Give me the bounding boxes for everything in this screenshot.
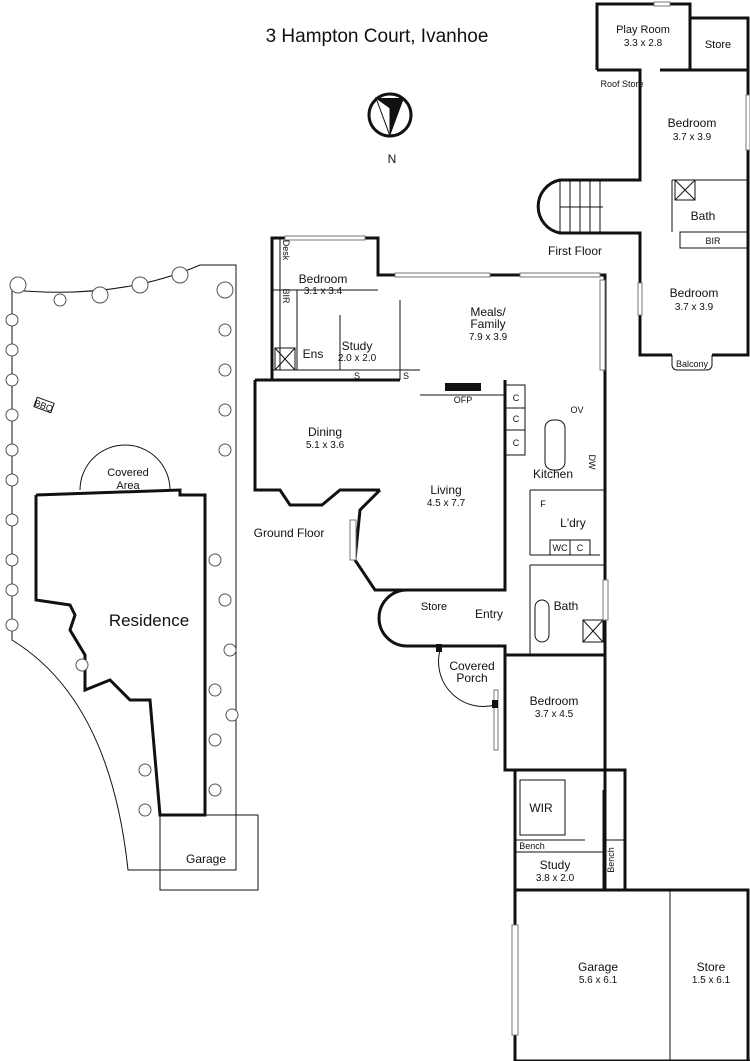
tree-icon: [208, 783, 222, 797]
tree-icon: [5, 513, 19, 527]
room-label: Store: [697, 960, 726, 974]
room-label: Covered: [449, 659, 494, 673]
room-dims: 3.7 x 4.5: [535, 709, 574, 720]
plan-title: 3 Hampton Court, Ivanhoe: [266, 26, 489, 47]
room-label: DW: [587, 455, 597, 470]
tree-icon: [9, 276, 27, 294]
tree-icon: [5, 473, 19, 487]
room-dims: 3.3 x 2.8: [624, 38, 663, 49]
tree-icon: [218, 403, 232, 417]
room-label: Porch: [456, 671, 487, 685]
room-label: Bench: [606, 847, 616, 873]
room-label: Ens: [303, 347, 324, 361]
tree-icon: [138, 763, 152, 777]
room-label: S: [354, 371, 360, 381]
room-label: C: [513, 438, 520, 448]
room-label: Roof Store: [600, 79, 643, 89]
site-garage-label: Garage: [186, 852, 226, 866]
room-label: Balcony: [676, 359, 709, 369]
room-label: OV: [570, 405, 583, 415]
tree-icon: [5, 373, 19, 387]
room-dims: 3.8 x 2.0: [536, 873, 575, 884]
tree-icon: [223, 643, 237, 657]
tree-icon: [171, 266, 189, 284]
tree-icon: [138, 803, 152, 817]
tree-icon: [216, 281, 234, 299]
room-label: C: [513, 414, 520, 424]
site-plan: [5, 264, 259, 891]
room-dims: 3.7 x 3.9: [675, 302, 714, 313]
room-label: C: [577, 543, 584, 553]
tree-icon: [91, 286, 109, 304]
first-floor-label: First Floor: [548, 244, 602, 258]
covered-area-label: Area: [116, 480, 140, 492]
tree-icon: [5, 343, 19, 357]
tree-icon: [5, 618, 19, 632]
tree-icon: [5, 443, 19, 457]
tree-icon: [131, 276, 149, 294]
tree-icon: [218, 363, 232, 377]
room-label: Garage: [578, 960, 618, 974]
room-label: Play Room: [616, 24, 670, 36]
room-dims: 1.5 x 6.1: [692, 975, 731, 986]
room-label: BIR: [281, 288, 291, 304]
room-label: BIR: [705, 236, 721, 246]
ground-floor-label: Ground Floor: [254, 526, 325, 540]
tree-icon: [5, 313, 19, 327]
ground-floor-plan: [253, 235, 750, 1061]
room-label: Kitchen: [533, 467, 573, 481]
room-label: Bath: [554, 599, 579, 613]
room-label: Study: [540, 858, 571, 872]
room-label: Bench: [519, 841, 545, 851]
room-label: Store: [705, 39, 731, 51]
tree-icon: [75, 658, 89, 672]
north-label: N: [388, 152, 397, 166]
tree-icon: [53, 293, 67, 307]
covered-area-label: Covered: [107, 467, 149, 479]
tree-icon: [208, 733, 222, 747]
room-label: Family: [470, 317, 505, 331]
tree-icon: [225, 708, 239, 722]
room-label: C: [513, 393, 520, 403]
room-label: Store: [421, 601, 447, 613]
first-floor-plan: [536, 1, 750, 371]
room-label: Bedroom: [670, 286, 719, 300]
room-dims: 4.5 x 7.7: [427, 498, 466, 509]
tree-icon: [5, 553, 19, 567]
room-label: Bedroom: [299, 272, 348, 286]
room-label: Living: [430, 483, 461, 497]
room-dims: 5.6 x 6.1: [579, 975, 618, 986]
room-label: Bedroom: [668, 116, 717, 130]
room-label: Entry: [475, 607, 503, 621]
north-compass-icon: [367, 92, 413, 138]
room-label: WIR: [529, 801, 553, 815]
tree-icon: [208, 683, 222, 697]
room-label: S: [403, 371, 409, 381]
room-label: Study: [342, 339, 373, 353]
room-dims: 7.9 x 3.9: [469, 332, 508, 343]
room-label: L'dry: [560, 516, 586, 530]
tree-icon: [208, 553, 222, 567]
room-label: Desk: [281, 240, 291, 261]
room-label: F: [540, 499, 546, 509]
tree-icon: [218, 323, 232, 337]
room-label: Bath: [691, 209, 716, 223]
tree-icon: [218, 443, 232, 457]
room-dims: 5.1 x 3.6: [306, 440, 345, 451]
tree-icon: [5, 583, 19, 597]
room-dims: 3.7 x 3.9: [673, 132, 712, 143]
room-label: Dining: [308, 425, 342, 439]
bbq-label: BBQ: [33, 398, 54, 414]
room-dims: 3.1 x 3.4: [304, 286, 343, 297]
tree-icon: [218, 593, 232, 607]
room-dims: 2.0 x 2.0: [338, 353, 377, 364]
room-label: Bedroom: [530, 694, 579, 708]
room-label: WC: [553, 543, 568, 553]
room-label: OFP: [454, 395, 473, 405]
tree-icon: [5, 408, 19, 422]
residence-label: Residence: [109, 611, 189, 630]
room-label: Meals/: [470, 305, 506, 319]
